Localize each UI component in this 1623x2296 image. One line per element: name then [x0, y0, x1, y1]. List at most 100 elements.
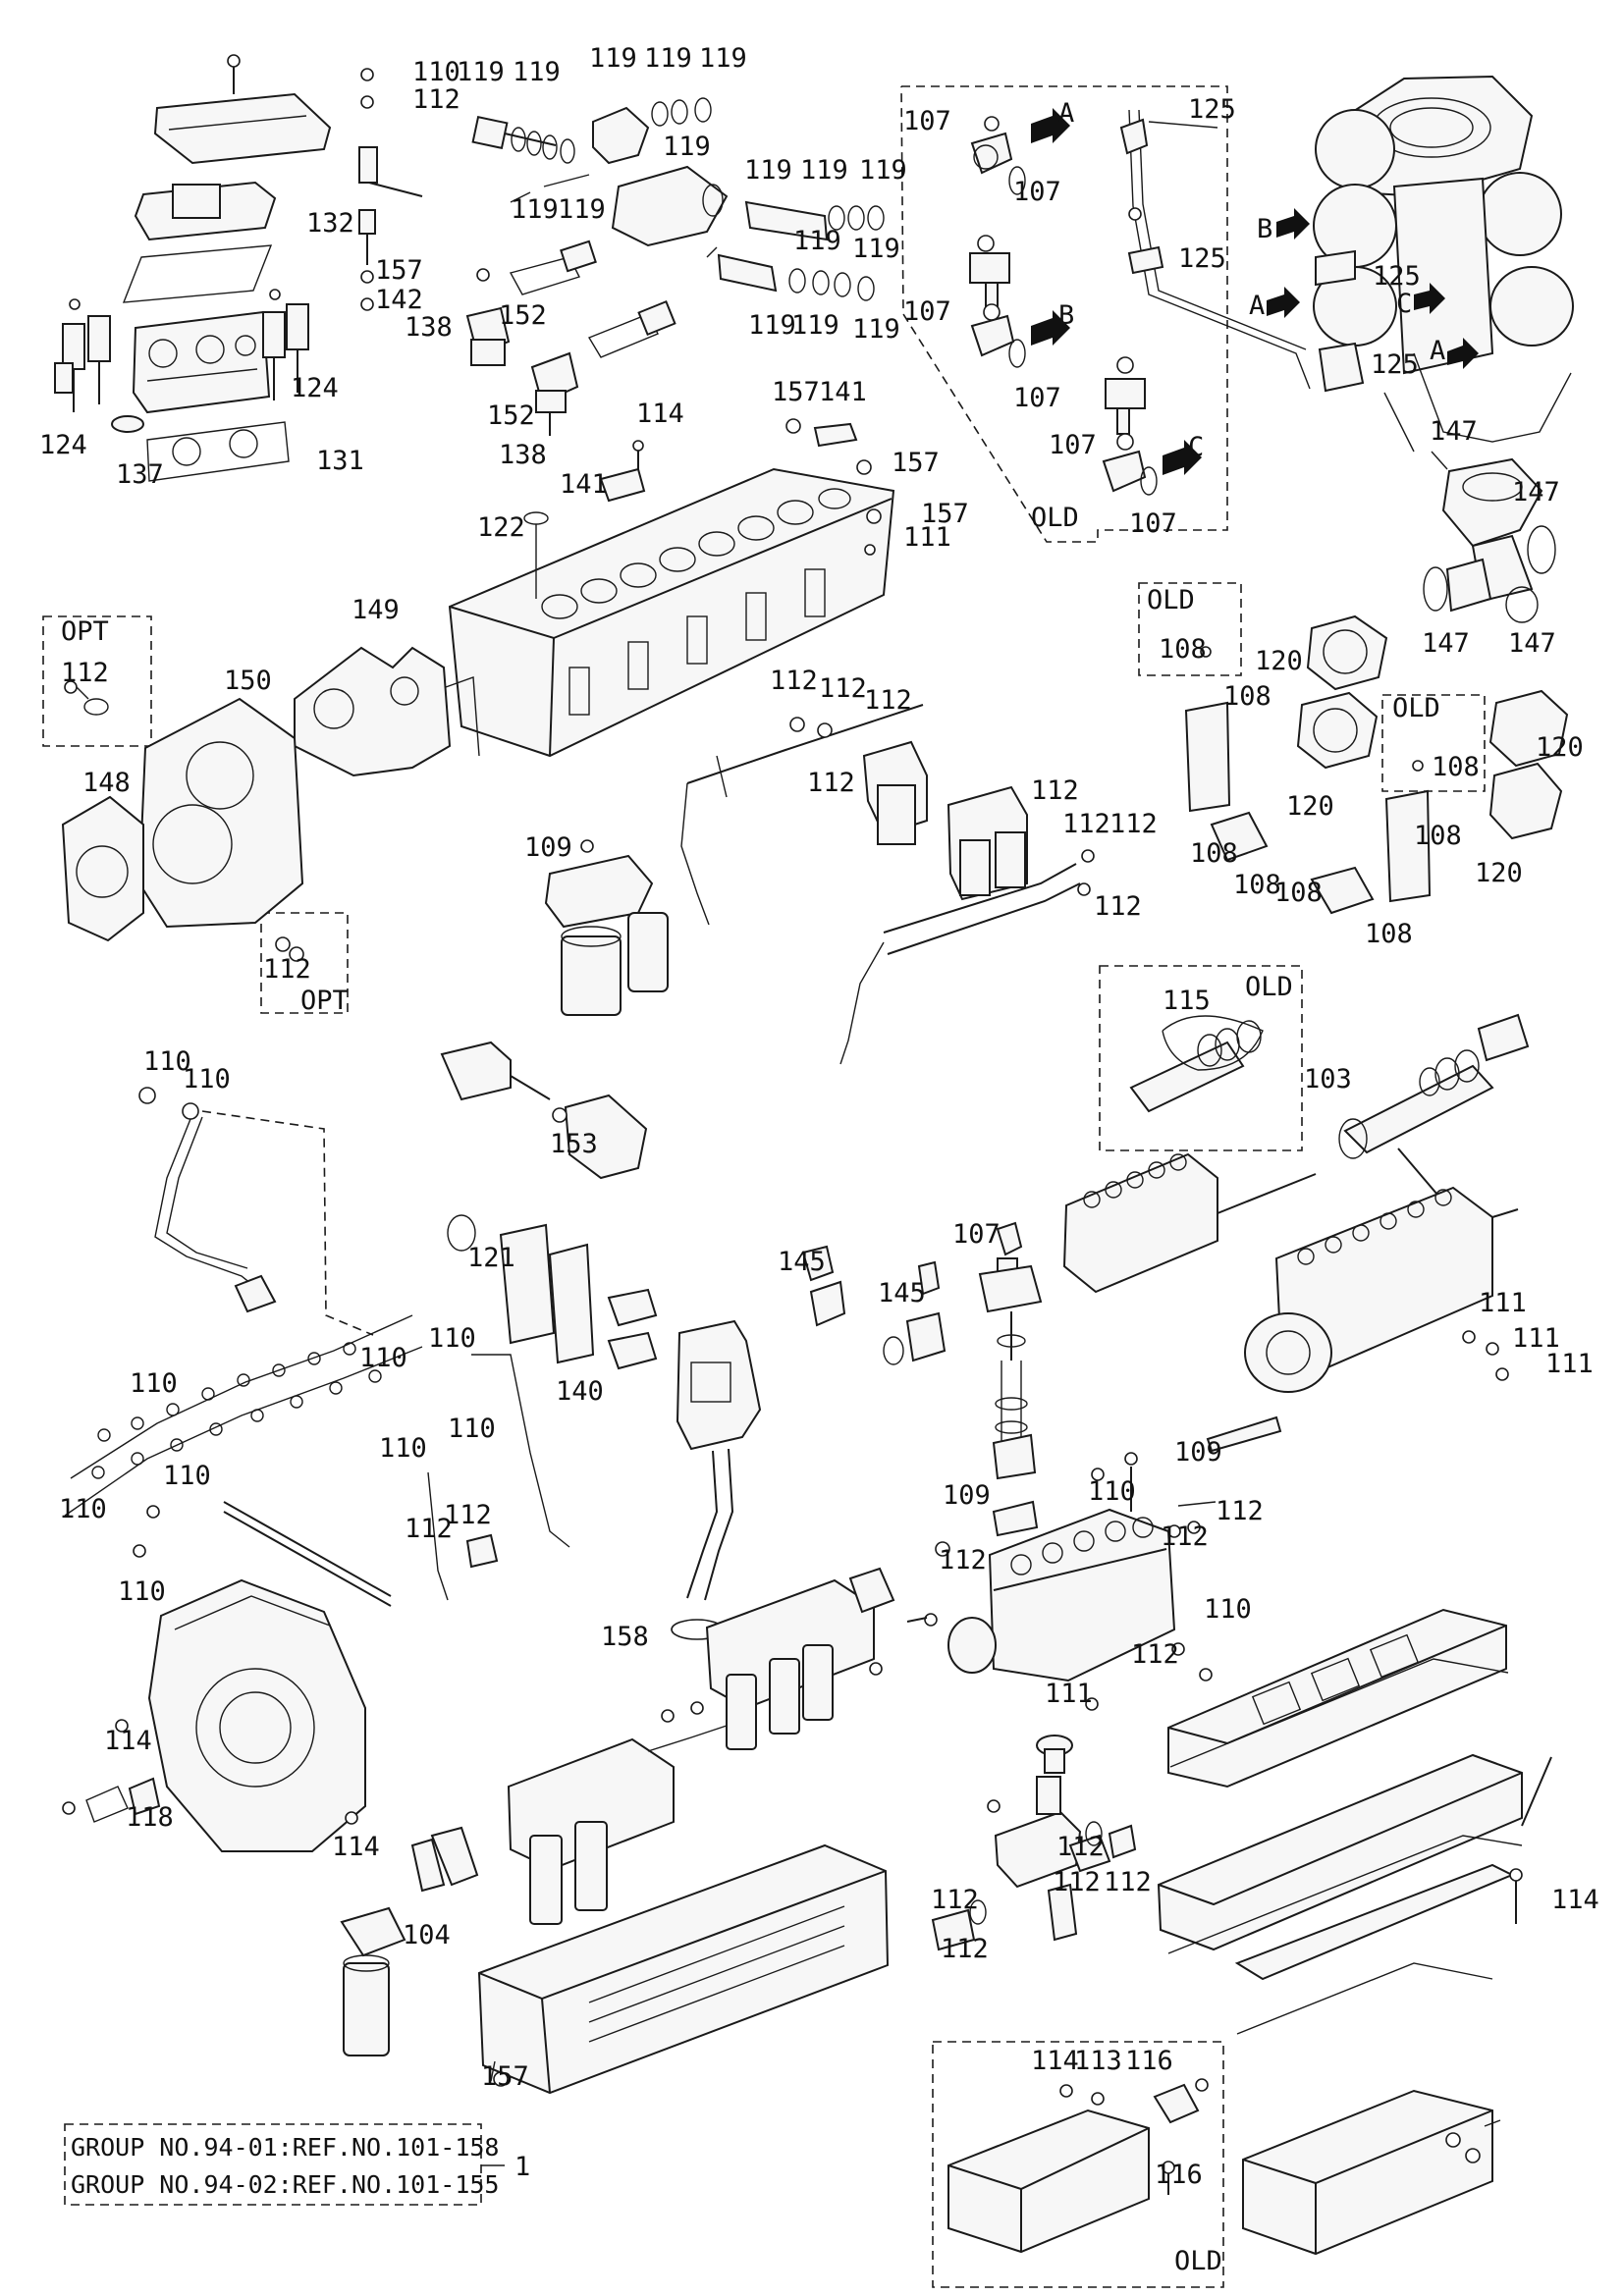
callout-label: A: [1249, 291, 1265, 321]
callout-label: 152: [487, 400, 535, 431]
callout-label: 148: [82, 768, 131, 798]
callout-label: 112: [807, 768, 855, 798]
group-ref-line-2: GROUP NO.94-02:REF.NO.101-155: [71, 2170, 500, 2199]
group-ref-line-1: GROUP NO.94-01:REF.NO.101-158: [71, 2133, 500, 2162]
callout-label: 125: [1373, 261, 1421, 292]
callout-label: 137: [116, 459, 164, 490]
callout-label: 109: [524, 832, 572, 863]
callout-label: 119: [589, 43, 637, 74]
dashed-frames: [42, 85, 1486, 2288]
air-tube-103: [1129, 1013, 1530, 1242]
callout-label: 110: [379, 1433, 427, 1464]
callout-label: 138: [499, 440, 547, 470]
callout-label: 153: [550, 1129, 598, 1159]
callout-label: 110: [59, 1494, 107, 1524]
fuel-filter-109: [544, 839, 669, 1016]
callout-label: 119: [800, 155, 848, 186]
injection-pump-body: [906, 1415, 1282, 1711]
callout-label: 145: [778, 1247, 826, 1277]
callout-label: 110: [143, 1046, 191, 1077]
callout-label: C: [1188, 432, 1204, 462]
callout-label: 108: [1159, 634, 1207, 665]
callout-label: C: [1396, 289, 1412, 319]
callout-label: 107: [952, 1219, 1001, 1250]
callout-label: 112: [1109, 809, 1158, 839]
cylinder-head-assembly: [54, 54, 332, 482]
callout-label: 119: [793, 226, 841, 256]
callout-label: 108: [1223, 681, 1271, 712]
flywheel-housing: [62, 1578, 366, 1852]
callout-label: 112: [61, 658, 109, 688]
callout-label: 112: [931, 1885, 979, 1915]
callout-label: 107: [1049, 430, 1097, 460]
callout-label: 121: [467, 1243, 515, 1273]
callout-label: B: [1257, 214, 1272, 244]
callout-label: 114: [636, 399, 684, 429]
exhaust-elbow-147: [1423, 451, 1556, 623]
callout-label: 112: [1104, 1867, 1152, 1897]
old-fittings-frame: [900, 85, 1228, 543]
callout-label: 119: [852, 234, 900, 264]
fuel-lines-center: [680, 704, 1095, 1065]
callout-label: 132: [306, 208, 354, 239]
callout-label: 112: [444, 1500, 492, 1530]
callout-label: 131: [316, 446, 364, 476]
callout-label: 108: [1274, 878, 1323, 908]
callout-label: 110: [1204, 1594, 1252, 1625]
callout-label: 112: [1216, 1496, 1264, 1526]
callout-label: 110: [428, 1323, 476, 1354]
callout-label: 119: [511, 194, 559, 225]
old-frame-108-a: [1138, 582, 1242, 676]
callout-label: 114: [104, 1726, 152, 1756]
callout-label: 120: [1255, 646, 1303, 676]
callout-label: 109: [943, 1480, 991, 1511]
callout-label: 109: [1174, 1437, 1222, 1468]
lower-filters: [340, 1567, 895, 2056]
injection-pump: [1062, 1152, 1519, 1393]
callout-label: 112: [939, 1545, 987, 1575]
callout-label: 108: [1233, 870, 1281, 900]
callout-label: 125: [1178, 243, 1226, 274]
cylinder-block: [448, 418, 895, 758]
oil-pan-assembly: [1157, 1608, 1552, 2256]
callout-label: 110: [183, 1064, 231, 1095]
callout-label: 112: [1053, 1867, 1101, 1897]
callout-label: OPT: [300, 986, 349, 1016]
callout-label: 111: [1512, 1323, 1560, 1354]
callout-label: 119: [457, 57, 505, 87]
callout-label: 147: [1422, 628, 1470, 659]
callout-label: 119: [663, 132, 711, 162]
callout-label: 114: [1031, 2046, 1079, 2076]
callout-label: 110: [359, 1343, 407, 1373]
callout-label: 119: [859, 155, 907, 186]
callout-label: 120: [1475, 858, 1523, 888]
callout-label: 138: [405, 312, 453, 343]
callout-label: 157: [375, 255, 423, 286]
callout-label: OLD: [1031, 503, 1079, 533]
callout-label: 141: [819, 377, 867, 407]
callout-label: 110: [1088, 1476, 1136, 1507]
callout-label: 108: [1414, 821, 1462, 851]
old-frame-115: [1099, 965, 1303, 1151]
water-pipes: [471, 97, 885, 301]
group-callout-number: 1: [514, 2152, 530, 2182]
callout-label: 141: [560, 469, 608, 500]
callout-label: 115: [1163, 986, 1211, 1016]
cylinder-bores: [541, 488, 851, 619]
callout-label: 112: [864, 685, 912, 716]
misc-center-parts: [440, 1041, 947, 1365]
callout-label: 116: [1125, 2046, 1173, 2076]
callout-label: 114: [1551, 1885, 1599, 1915]
callout-label: 142: [375, 285, 423, 315]
callout-label: 140: [556, 1376, 604, 1407]
callout-label: 145: [878, 1278, 926, 1308]
callout-label: 119: [791, 310, 839, 341]
callout-label: 147: [1430, 416, 1478, 447]
old-fittings: [969, 108, 1202, 496]
callout-label: 119: [852, 314, 900, 345]
callout-label: 112: [1161, 1522, 1209, 1552]
oil-cooler: [447, 1214, 762, 1640]
callout-label: 112: [263, 954, 311, 985]
valve-springs: [54, 289, 309, 412]
